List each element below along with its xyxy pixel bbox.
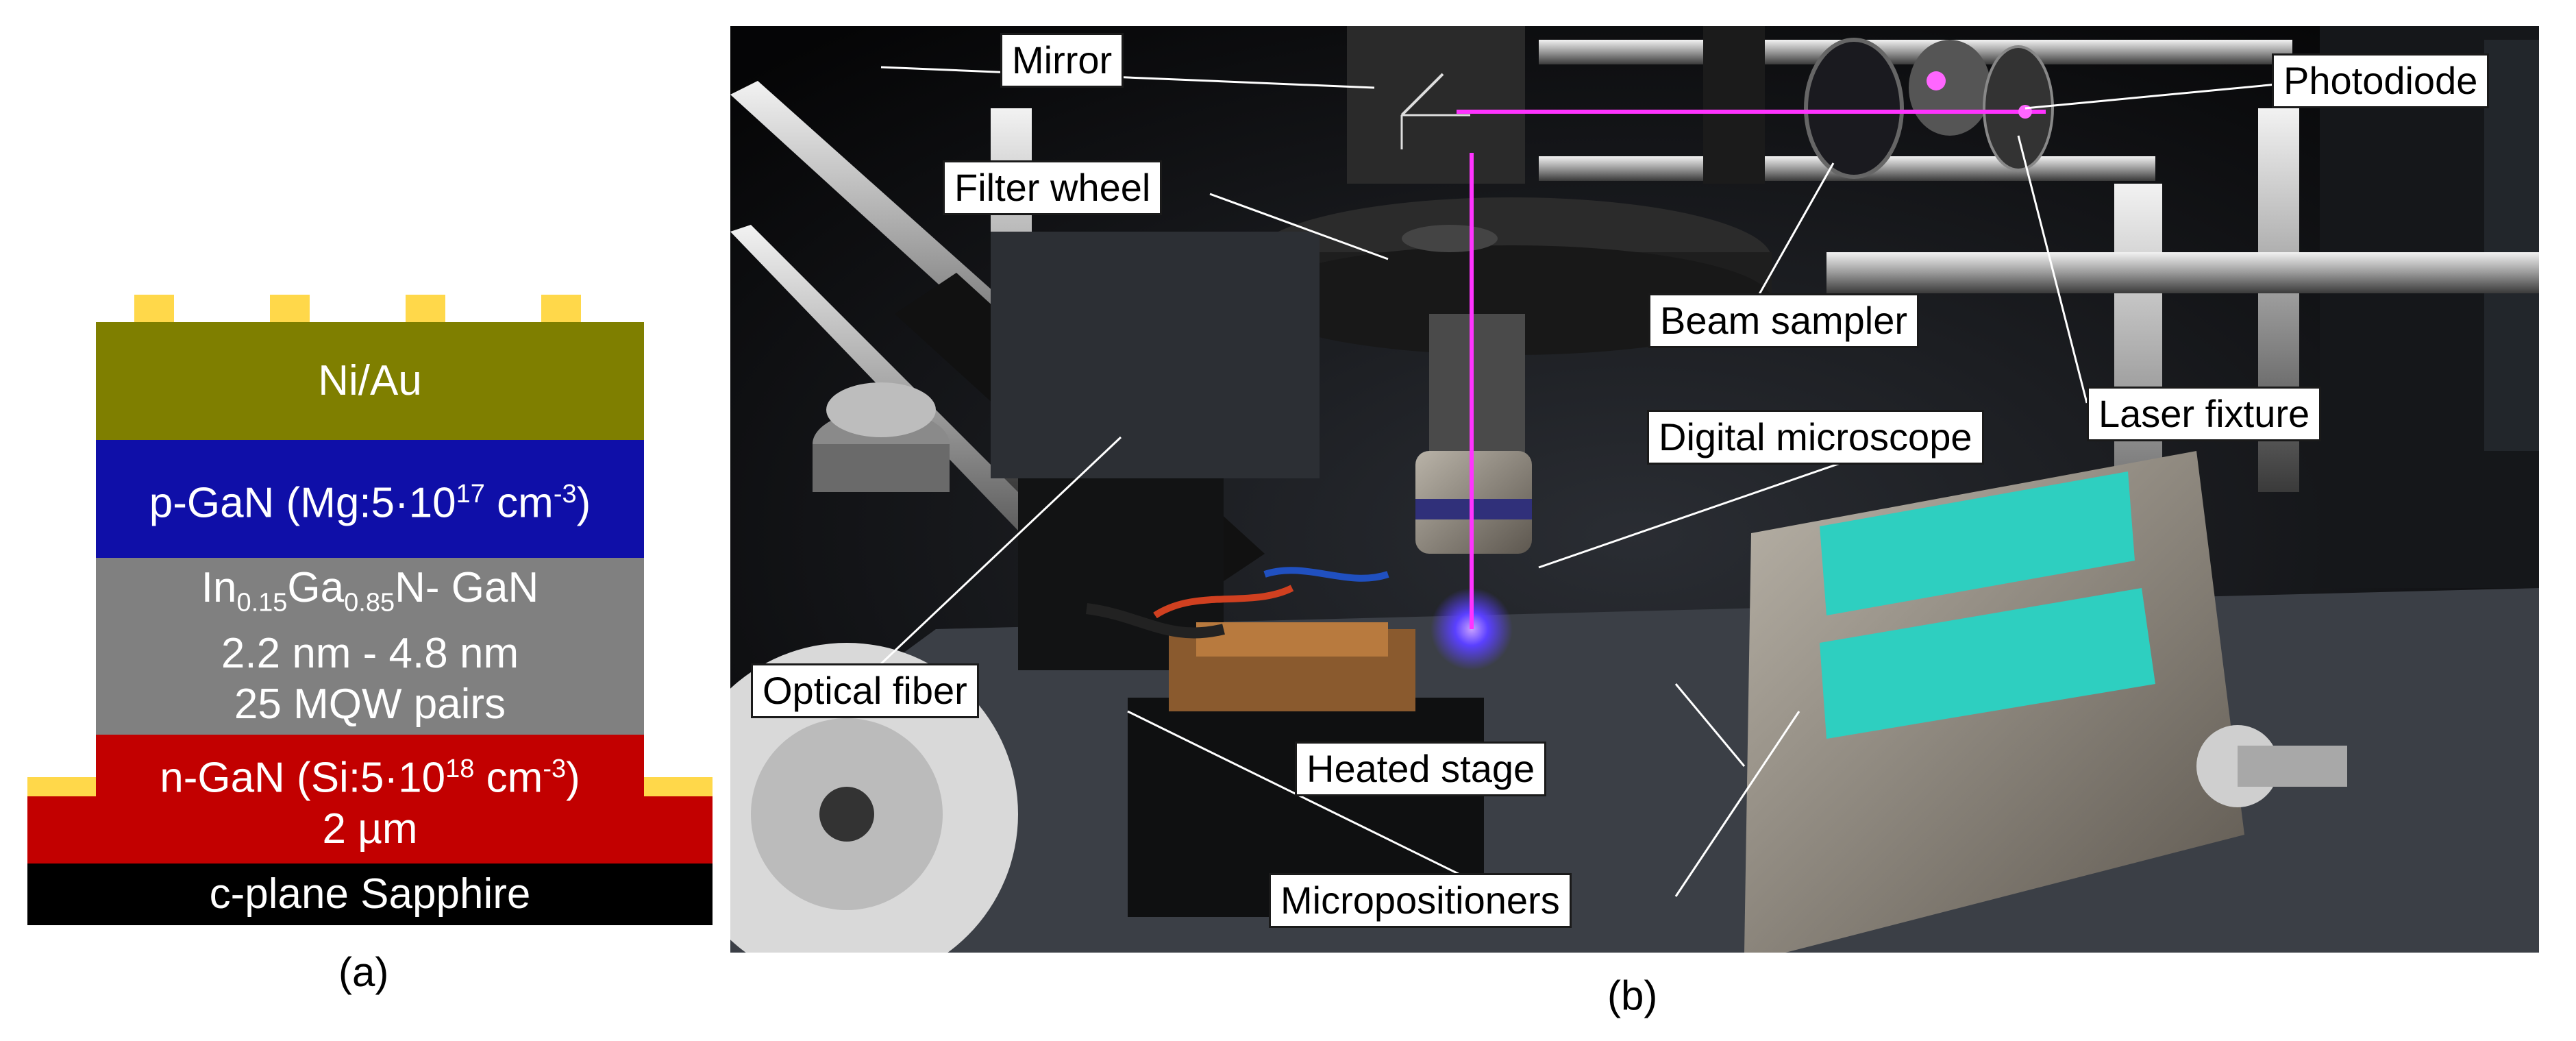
microscope-column [1429, 314, 1525, 458]
layer-p-gan-label: p-GaN (Mg:5·1017 cm-3) [149, 479, 591, 527]
layer-mqw-line1: In0.15Ga0.85N- GaN [201, 564, 539, 617]
layer-n-gan-label: n-GaN (Si:5·1018 cm-3) [160, 754, 580, 802]
layer-n-gan: n-GaN (Si:5·1018 cm-3) 2 µm [27, 737, 713, 861]
photodiode-housing [1909, 40, 1991, 136]
layer-n-gan-thickness: 2 µm [322, 805, 418, 853]
label-heated-stage: Heated stage [1295, 742, 1547, 796]
label-photodiode: Photodiode [2272, 53, 2490, 108]
top-contact [541, 295, 581, 322]
block [991, 232, 1320, 478]
layer-mqw-line3: 25 MQW pairs [234, 680, 506, 728]
caption-a: (a) [338, 949, 389, 995]
layer-ni-au-label: Ni/Au [318, 357, 422, 404]
mirror-cube [1347, 26, 1525, 184]
layer-mqw: In0.15Ga0.85N- GaN 2.2 nm - 4.8 nm 25 MQ… [96, 558, 644, 735]
layer-mqw-line2: 2.2 nm - 4.8 nm [221, 629, 519, 677]
layer-ni-au: Ni/Au [96, 322, 644, 440]
stage-tape [1820, 471, 2135, 615]
label-beam-sampler: Beam sampler [1648, 293, 1920, 348]
top-contact [270, 295, 310, 322]
label-laser-fixture: Laser fixture [2087, 387, 2322, 441]
label-digital-microscope: Digital microscope [1647, 410, 1984, 465]
side-contact-right [644, 777, 713, 796]
setup-photo: Mirror Photodiode Filter wheel Beam samp… [730, 26, 2539, 953]
layer-n-gan-lower [27, 796, 713, 864]
label-mirror: Mirror [1000, 33, 1124, 88]
label-optical-fiber: Optical fiber [751, 663, 979, 718]
top-contact [134, 295, 174, 322]
rod [1826, 252, 2539, 293]
layer-p-gan: p-GaN (Mg:5·1017 cm-3) [96, 440, 644, 558]
side-contact-left [27, 777, 96, 796]
right-panel [2484, 40, 2539, 451]
label-filter-wheel: Filter wheel [943, 160, 1163, 215]
setup-photo-drawing [730, 26, 2539, 953]
label-micropositioners: Micropositioners [1269, 873, 1572, 928]
laser-fixture-disc [1983, 45, 2054, 171]
layer-n-gan-upper [96, 735, 644, 796]
stage-tape [1820, 588, 2155, 739]
beam-sampler-disc [1804, 38, 1904, 179]
rod [1539, 40, 2292, 64]
leader-lines [873, 66, 2314, 898]
rod-mount [1703, 26, 1765, 184]
layer-sapphire: c-plane Sapphire [27, 864, 713, 925]
layer-sapphire-label: c-plane Sapphire [209, 870, 531, 918]
top-contact [406, 295, 445, 322]
caption-b: (b) [1607, 972, 1658, 1018]
